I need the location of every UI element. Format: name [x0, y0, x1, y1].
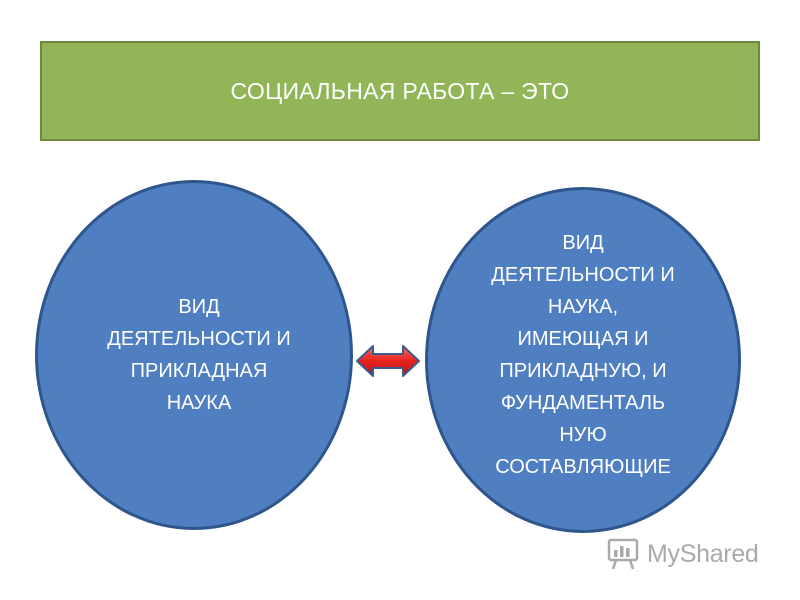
left-ellipse: ВИД ДЕЯТЕЛЬНОСТИ И ПРИКЛАДНАЯ НАУКА — [35, 180, 353, 530]
left-ellipse-text: ВИД ДЕЯТЕЛЬНОСТИ И ПРИКЛАДНАЯ НАУКА — [107, 296, 291, 414]
double-headed-arrow-icon — [356, 345, 420, 377]
right-ellipse: ВИД ДЕЯТЕЛЬНОСТИ И НАУКА, ИМЕЮЩАЯ И ПРИК… — [425, 187, 741, 533]
myshared-logo-icon — [607, 538, 639, 570]
watermark-text: MyShared — [647, 539, 759, 568]
right-ellipse-text: ВИД ДЕЯТЕЛЬНОСТИ И НАУКА, ИМЕЮЩАЯ И ПРИК… — [491, 232, 675, 478]
watermark: MyShared — [607, 536, 759, 572]
title-banner: СОЦИАЛЬНАЯ РАБОТА – ЭТО — [40, 41, 760, 141]
slide-title: СОЦИАЛЬНАЯ РАБОТА – ЭТО — [230, 77, 570, 104]
